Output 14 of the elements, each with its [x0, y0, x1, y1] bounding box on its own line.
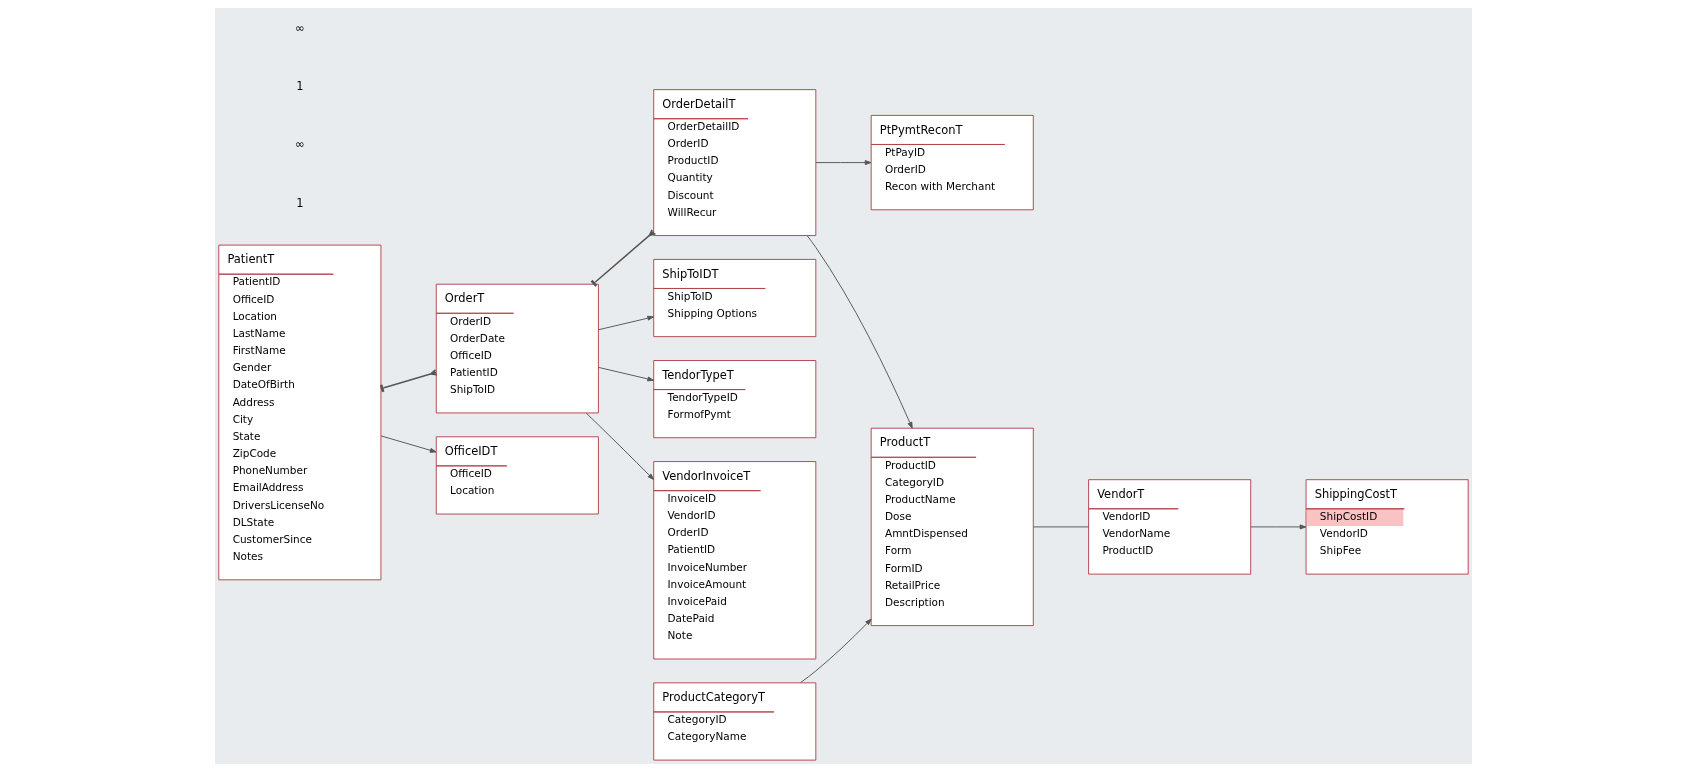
arrow: [585, 412, 655, 480]
arrow: [380, 435, 437, 453]
arrow: [800, 618, 872, 684]
arrow: [815, 160, 872, 166]
label: 1: [296, 195, 304, 210]
connector: [1032, 526, 1089, 528]
label: 1: [296, 79, 304, 94]
connector: [379, 369, 438, 393]
arrow: [598, 366, 654, 382]
arrow: [1250, 524, 1307, 530]
arrow: [598, 315, 654, 331]
label: ∞: [295, 137, 305, 152]
arrow: [806, 235, 913, 429]
label: ∞: [295, 21, 305, 36]
